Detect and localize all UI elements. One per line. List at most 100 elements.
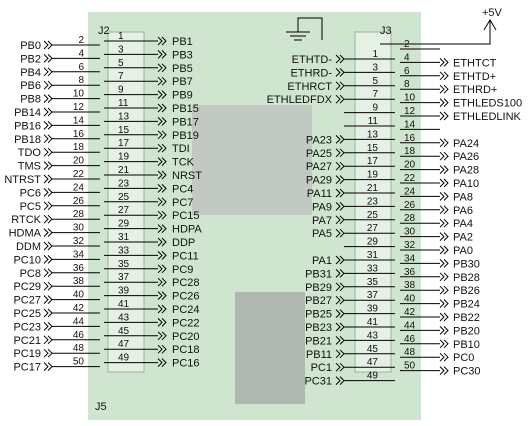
j3-odd-pin: 49 [367, 371, 379, 382]
j3-even-pin: 34 [404, 253, 416, 264]
j3-label: J3 [380, 25, 392, 37]
j2-odd-pin: 45 [118, 326, 130, 337]
j2-even-pin: 12 [73, 102, 85, 113]
j2-left-signal: PC5 [20, 201, 41, 213]
j3-even-pin: 8 [404, 79, 410, 90]
j2-odd-pin: 11 [118, 98, 129, 109]
j2-even-pin: 6 [78, 62, 84, 73]
j2-even-pin: 36 [73, 263, 85, 274]
j3-inner-signal: PA5 [312, 228, 332, 240]
connector-chevron-icon [157, 291, 167, 300]
j2-even-pin: 48 [73, 343, 85, 354]
connector-chevron-icon [439, 259, 449, 268]
j3-inner-signal: PA9 [312, 201, 332, 213]
connector-chevron-icon [157, 318, 167, 327]
connector-chevron-icon [43, 241, 53, 251]
j2-odd-pin: 39 [118, 286, 130, 297]
j2-left-signal: RTCK [11, 214, 41, 226]
j3-odd-pin: 11 [368, 116, 379, 127]
j2-right-signal: PC22 [172, 317, 200, 329]
j3-outer-signal: PA24 [453, 138, 479, 150]
connector-chevron-icon [43, 40, 53, 50]
j3-inner-signal: PB29 [305, 282, 332, 294]
connector-chevron-icon [157, 344, 167, 354]
j3-even-pin: 44 [404, 320, 416, 331]
j2-even-pin: 44 [73, 316, 85, 327]
connector-chevron-icon [157, 304, 167, 314]
j2-left-signal: TMS [18, 161, 41, 173]
j3-inner-signal: PA1 [312, 255, 332, 267]
vcc-label: +5V [482, 7, 503, 19]
j3-inner-signal: PC1 [311, 362, 332, 374]
j2-right-signal: PC18 [172, 344, 200, 356]
j3-outer-signal: PB20 [453, 325, 480, 337]
j3-even-pin: 10 [404, 93, 416, 104]
j3-inner-signal: PB21 [305, 335, 332, 347]
connector-chevron-icon [439, 285, 449, 295]
j2-even-pin: 42 [73, 303, 85, 314]
j3-inner-signal: ETHRCT [287, 81, 332, 93]
j2-right-signal: PC15 [172, 210, 200, 222]
j2-right-signal: PC16 [172, 358, 200, 370]
connector-chevron-icon [157, 76, 167, 86]
j3-outer-signal: ETHTCT [453, 57, 497, 69]
j3-even-pin: 6 [404, 66, 410, 77]
connector-chevron-icon [439, 111, 449, 121]
j2-left-signal: PB6 [20, 80, 41, 92]
j2-even-pin: 30 [73, 223, 85, 234]
j2-left-signal: PC23 [13, 321, 41, 333]
j2-right-signal: PC20 [172, 331, 200, 343]
j2-right-signal: PC9 [172, 264, 193, 276]
j3-outer-signal: PA4 [453, 218, 473, 230]
j3-outer-signal: PA6 [453, 205, 473, 217]
connector-chevron-icon [157, 251, 167, 260]
j3-outer-signal: PB28 [453, 272, 480, 284]
j3-outer-signal: ETHTD+ [453, 71, 496, 83]
j3-even-pin: 18 [404, 146, 416, 157]
j2-right-signal: PB19 [172, 130, 199, 142]
j3-outer-signal: PA28 [453, 165, 479, 177]
j3-odd-pin: 21 [367, 183, 379, 194]
j2-even-pin: 16 [73, 129, 85, 140]
j2-right-signal: PC28 [172, 277, 200, 289]
j2-right-signal: PB3 [172, 49, 193, 61]
connector-chevron-icon [439, 272, 449, 282]
j3-odd-pin: 19 [367, 170, 379, 181]
j3-inner-signal: ETHRD- [290, 67, 332, 79]
connector-chevron-icon [157, 50, 167, 59]
connector-chevron-icon [439, 138, 449, 148]
j3-outer-signal: PB26 [453, 285, 480, 297]
j2-even-pin: 2 [78, 35, 84, 46]
connector-chevron-icon [43, 362, 53, 371]
j3-even-pin: 30 [404, 227, 416, 238]
j2-right-signal: PC11 [172, 250, 199, 262]
j3-even-pin: 32 [404, 240, 416, 251]
j2-right-signal: PB7 [172, 76, 193, 88]
j3-inner-signal: PA23 [306, 134, 332, 146]
j3-inner-signal: PB31 [305, 268, 332, 280]
ground-icon [286, 17, 323, 41]
j3-odd-pin: 29 [367, 237, 379, 248]
j3-outer-signal: PA26 [453, 151, 479, 163]
j3-odd-pin: 47 [367, 357, 379, 368]
j2-odd-pin: 19 [118, 152, 130, 163]
connector-chevron-icon [43, 67, 53, 77]
j2-odd-pin: 33 [118, 245, 130, 256]
connector-chevron-icon [157, 143, 167, 153]
j2-even-pin: 20 [73, 156, 85, 167]
j2-right-signal: HDPA [172, 224, 202, 236]
j3-odd-pin: 41 [367, 317, 379, 328]
j3-even-pin: 12 [404, 106, 416, 117]
j3-outer-signal: PA2 [453, 232, 473, 244]
j3-odd-pin: 13 [367, 129, 379, 140]
connector-chevron-icon [43, 188, 53, 197]
connector-chevron-icon [157, 264, 167, 274]
connector-chevron-icon [439, 98, 449, 107]
connector-chevron-icon [157, 210, 167, 220]
j2-right-signal: PC7 [172, 197, 193, 209]
j2-left-signal: PB0 [20, 40, 41, 52]
j2-even-pin: 4 [78, 48, 84, 59]
j2-left-signal: PC8 [20, 268, 41, 280]
j2-even-pin: 18 [73, 142, 85, 153]
j3-odd-pin: 3 [372, 62, 378, 73]
